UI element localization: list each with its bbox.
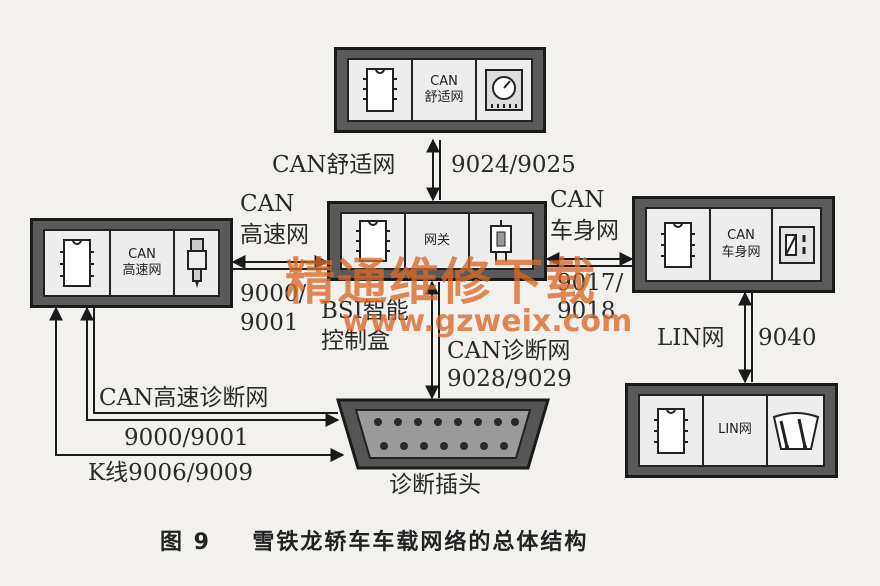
comfort-line2: 舒适网 [424,90,464,105]
figure-caption: 图 9 雪铁龙轿车车载网络的总体结构 [160,524,588,556]
label-bsi-1: BSI智能 [321,298,409,324]
body-line2: 车身网 [721,244,761,260]
highspeed-line1: CAN [128,246,156,262]
gateway-label: 网关 [406,214,470,268]
label-k-line: K线9006/9009 [88,460,253,486]
lin-module-label: LIN网 [704,396,768,465]
ecu-chip-icon [647,209,711,280]
link-comfort-gateway [426,138,441,202]
wiper-icon [768,396,823,465]
label-high-ids-1: 9000/ [240,281,307,307]
label-high-diag-ids: 9000/9001 [124,425,249,451]
link-gateway-body [545,252,634,267]
can-body-module: CAN 车身网 [632,196,835,293]
highspeed-line2: 高速网 [122,263,162,278]
label-lin-net: LIN网 [657,325,725,351]
radio-dial-icon [477,60,531,120]
label-can-high-1: CAN [240,191,295,217]
gateway-line1: 网关 [423,232,450,248]
label-comfort-ids: 9024/9025 [451,152,576,178]
label-can-comfort: CAN舒适网 [272,152,396,178]
ecu-chip-icon [45,231,111,295]
label-can-diag: CAN诊断网 [447,338,571,364]
gateway-bsi-module: 网关 [327,201,547,281]
label-can-body-1: CAN [550,187,605,213]
plug-pins [374,418,519,450]
label-can-high-diag: CAN高速诊断网 [99,385,269,411]
body-line1: CAN [727,228,755,244]
figure-number: 图 9 [160,530,211,555]
ecu-chip-icon [342,214,406,268]
can-comfort-module: CAN 舒适网 [334,47,546,133]
figure-title: 雪铁龙轿车车载网络的总体结构 [252,530,589,555]
comfort-line1: CAN [430,73,458,89]
relay-icon [773,209,820,280]
lin-module: LIN网 [625,383,838,478]
watermark-title: 精通维修下载 [285,253,597,311]
diagnostic-plug [335,398,551,470]
label-bsi-2: 控制盒 [321,328,390,354]
label-can-high-2: 高速网 [240,222,309,248]
ecu-chip-icon [349,60,413,120]
link-body-lin [738,291,753,384]
label-diag-ids: 9028/9029 [447,366,572,392]
link-gateway-diag [425,280,440,400]
highspeed-module-label: CAN 高速网 [111,231,175,295]
label-lin-id: 9040 [758,325,817,351]
lin-line1: LIN网 [718,422,752,438]
link-highspeed-gateway [231,255,329,270]
label-can-body-2: 车身网 [550,218,619,244]
body-module-label: CAN 车身网 [711,209,773,280]
label-body-ids-1: 9017/ [557,270,624,296]
label-body-ids-2: 9018 [557,298,616,324]
injector-icon [175,231,218,295]
connector-icon [470,214,532,268]
link-kline-diag [49,306,345,462]
comfort-module-label: CAN 舒适网 [413,60,477,120]
can-highspeed-module: CAN 高速网 [30,218,233,308]
ecu-chip-icon [640,396,704,465]
label-high-ids-2: 9001 [240,310,299,336]
label-diag-plug: 诊断插头 [389,472,481,498]
watermark-url: www.gzweix.com [342,304,633,339]
